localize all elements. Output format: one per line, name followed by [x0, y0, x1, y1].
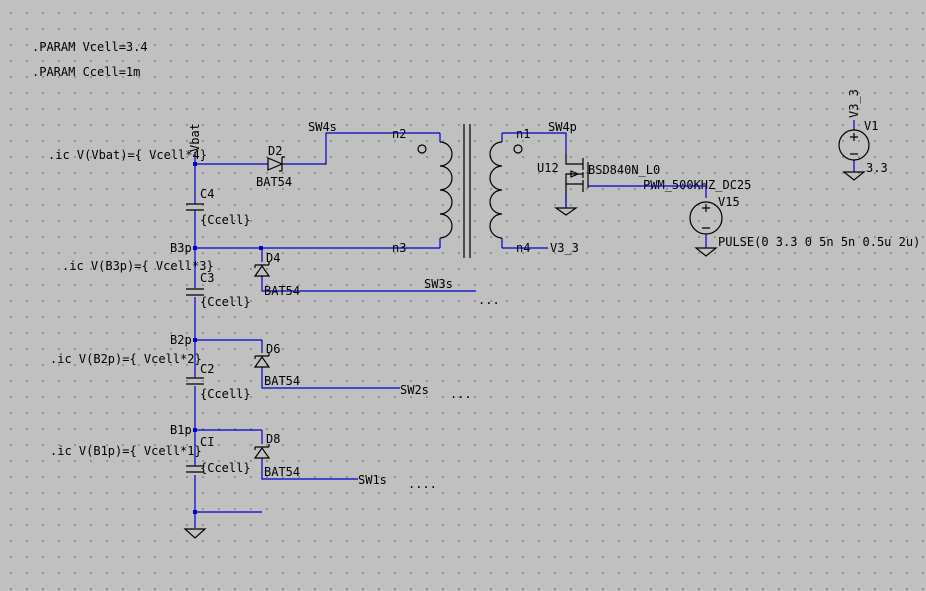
capacitor-c3-value: {Ccell} — [200, 295, 251, 309]
ic-b1p-directive[interactable]: .ic V(B1p)={ Vcell*1} — [50, 444, 202, 458]
ic-b3p-directive[interactable]: .ic V(B3p)={ Vcell*3} — [62, 259, 214, 273]
transformer[interactable]: n2 n3 n1 n4 — [392, 124, 530, 258]
transformer-dot-primary — [513, 144, 523, 154]
net-label-sw4p[interactable]: SW4p — [548, 120, 577, 134]
net-label-v3-3-top[interactable]: V3_3 — [847, 89, 861, 118]
mosfet-u12-model: BSD840N_L0 — [588, 163, 660, 177]
capacitor-c2[interactable]: C2 {Ccell} — [186, 357, 251, 401]
diode-d6-model: BAT54 — [264, 374, 300, 388]
ground-symbol-v15 — [694, 247, 718, 257]
diode-d8[interactable]: D8 BAT54 — [253, 430, 358, 480]
net-label-sw2s[interactable]: SW2s — [400, 383, 429, 397]
net-label-pwm[interactable]: PWM_500KHZ_DC25 — [643, 178, 751, 192]
capacitor-c3-name: C3 — [200, 271, 214, 285]
param-vcell-directive[interactable]: .PARAM Vcell=3.4 — [32, 40, 148, 54]
diode-d8-model: BAT54 — [264, 465, 300, 479]
diode-d4-name: D4 — [266, 251, 280, 265]
ellipsis-sw1s: .... — [408, 477, 437, 491]
wire-sw4p — [502, 132, 567, 154]
mosfet-u12[interactable]: U12 BSD840N_L0 — [537, 154, 660, 216]
diode-d4[interactable]: D4 BAT54 — [253, 248, 476, 298]
battery-stack-wires — [194, 152, 440, 528]
capacitor-c4-name: C4 — [200, 187, 214, 201]
capacitor-c1[interactable]: CI {Ccell} — [186, 435, 251, 475]
net-label-b1p[interactable]: B1p — [170, 423, 192, 437]
net-label-b2p[interactable]: B2p — [170, 333, 192, 347]
diode-d8-name: D8 — [266, 432, 280, 446]
capacitor-c1-value: {Ccell} — [200, 461, 251, 475]
net-label-vbat[interactable]: Vbat — [188, 123, 202, 152]
diode-d6-name: D6 — [266, 342, 280, 356]
voltage-source-v1-name: V1 — [864, 119, 878, 133]
voltage-source-v15[interactable]: V15 PULSE(0 3.3 0 5n 5n 0.5u 2u) — [689, 195, 920, 257]
diode-d6[interactable]: D6 BAT54 — [253, 340, 400, 389]
net-label-sw4s[interactable]: SW4s — [308, 120, 337, 134]
capacitor-c4-value: {Ccell} — [200, 213, 251, 227]
diode-d4-model: BAT54 — [264, 284, 300, 298]
capacitor-c3[interactable]: C3 {Ccell} — [186, 271, 251, 309]
capacitor-c2-value: {Ccell} — [200, 387, 251, 401]
ellipsis-sw2s: ... — [450, 387, 472, 401]
transformer-pin-n1: n1 — [516, 127, 530, 141]
capacitor-c1-name: CI — [200, 435, 214, 449]
net-label-sw3s[interactable]: SW3s — [424, 277, 453, 291]
net-label-sw1s[interactable]: SW1s — [358, 473, 387, 487]
ic-vbat-directive[interactable]: .ic V(Vbat)={ Vcell*4} — [48, 148, 207, 162]
diode-d2[interactable]: D2 BAT54 — [256, 132, 440, 189]
net-label-b3p[interactable]: B3p — [170, 241, 192, 255]
net-label-v3-3-n4[interactable]: V3_3 — [550, 241, 579, 255]
capacitor-c2-name: C2 — [200, 362, 214, 376]
diode-d2-name: D2 — [268, 144, 282, 158]
junction-dots — [193, 162, 263, 514]
voltage-source-v1-value: 3.3 — [866, 161, 888, 175]
param-ccell-directive[interactable]: .PARAM Ccell=1m — [32, 65, 140, 79]
transformer-pin-n2: n2 — [392, 127, 406, 141]
transformer-dot-secondary — [417, 144, 427, 154]
ic-b2p-directive[interactable]: .ic V(B2p)={ Vcell*2} — [50, 352, 202, 366]
voltage-source-v15-value: PULSE(0 3.3 0 5n 5n 0.5u 2u) — [718, 235, 920, 249]
transformer-pin-n3: n3 — [392, 241, 406, 255]
diode-d2-model: BAT54 — [256, 175, 292, 189]
ground-symbol-v1 — [842, 171, 866, 181]
ground-symbol-mosfet — [554, 207, 578, 216]
mosfet-u12-name: U12 — [537, 161, 559, 175]
wire-pwm — [640, 185, 707, 198]
capacitor-c4[interactable]: C4 {Ccell} — [186, 187, 251, 227]
voltage-source-v15-name: V15 — [718, 195, 740, 209]
ellipsis-sw3s: ... — [478, 293, 500, 307]
ground-symbol-stack — [183, 528, 207, 539]
voltage-source-v1[interactable]: V1 3.3 — [838, 119, 888, 181]
